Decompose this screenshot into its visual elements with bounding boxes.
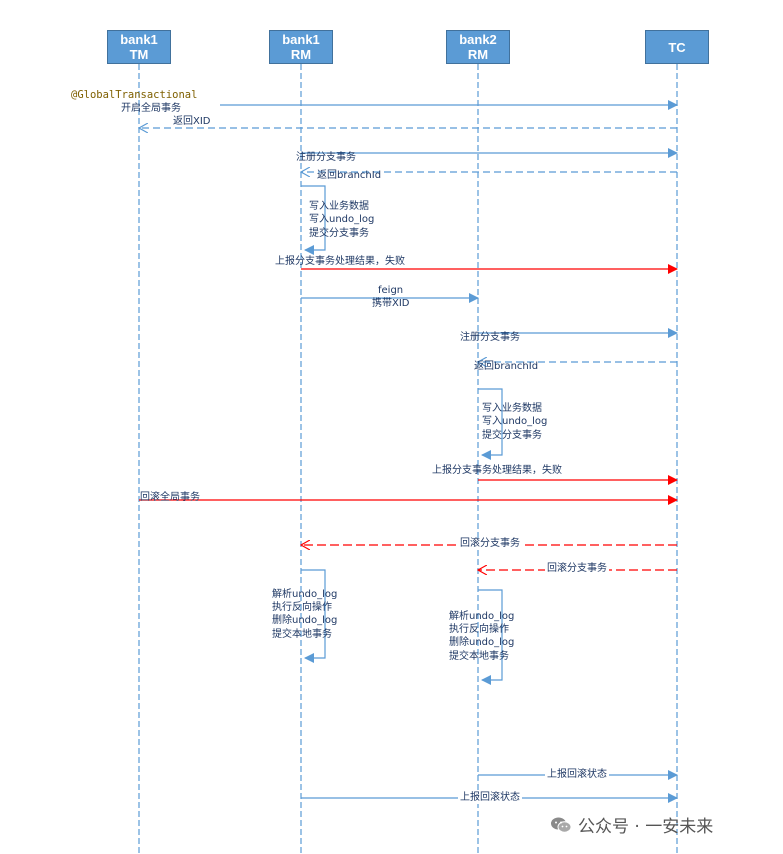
lane-header-tc: TC xyxy=(645,30,709,64)
lane-header-rm2: bank2 RM xyxy=(446,30,510,64)
self-loop-rm1-commit xyxy=(301,185,326,255)
label-return-branchid-2: 返回branchId xyxy=(474,361,539,372)
label-rm2-commit-line2: 写入undo_log xyxy=(482,416,548,427)
label-rollback-branch-2: 回滚分支事务 xyxy=(545,563,609,575)
lane-tm-line2: TM xyxy=(129,47,149,62)
label-rm2-undo-line4: 提交本地事务 xyxy=(449,651,509,662)
label-rm1-undo-line4: 提交本地事务 xyxy=(272,629,332,640)
label-report-rollback-1: 上报回滚状态 xyxy=(458,792,522,804)
lane-rm1-line2: RM xyxy=(290,47,312,62)
self-loop-rm2-commit xyxy=(478,388,503,460)
annotation-global-transactional: @GlobalTransactional xyxy=(71,89,198,101)
wechat-icon xyxy=(551,817,572,833)
label-rm1-undo-line1: 解析undo_log xyxy=(272,589,338,600)
watermark-text: 公众号 · 一安未来 xyxy=(578,817,714,837)
lane-header-rm1: bank1 RM xyxy=(269,30,333,64)
label-rm1-undo-line2: 执行反向操作 xyxy=(272,602,332,613)
lane-tc-line2: TC xyxy=(668,39,686,55)
label-rm2-undo-line1: 解析undo_log xyxy=(449,611,515,622)
label-return-xid: 返回XID xyxy=(173,116,211,127)
label-rm2-undo-line3: 删除undo_log xyxy=(449,637,515,648)
label-report-rollback-2: 上报回滚状态 xyxy=(545,769,609,781)
label-feign-line1: feign xyxy=(378,285,404,296)
label-register-branch-1: 注册分支事务 xyxy=(296,152,356,163)
lane-rm2-line2: RM xyxy=(467,47,489,62)
self-loop-rm1-undo xyxy=(301,569,326,663)
label-report-fail-1: 上报分支事务处理结果，失败 xyxy=(275,256,405,267)
label-register-branch-2: 注册分支事务 xyxy=(460,332,520,343)
lane-rm1-line1: bank1 xyxy=(282,32,320,47)
label-rm1-undo-line3: 删除undo_log xyxy=(272,615,338,626)
label-rm1-commit-line2: 写入undo_log xyxy=(309,214,375,225)
lane-tm-line1: bank1 xyxy=(120,32,158,47)
lane-rm2-line1: bank2 xyxy=(459,32,497,47)
label-rm2-commit-line3: 提交分支事务 xyxy=(482,430,542,441)
label-rollback-global: 回滚全局事务 xyxy=(140,492,200,503)
self-loop-rm2-undo xyxy=(478,589,503,685)
lane-header-tm: bank1 TM xyxy=(107,30,171,64)
label-rm1-commit-line3: 提交分支事务 xyxy=(309,228,369,239)
label-rm2-undo-line2: 执行反向操作 xyxy=(449,624,509,635)
label-open-global-tx: 开启全局事务 xyxy=(121,103,181,114)
label-feign-line2: 携带XID xyxy=(372,298,410,309)
label-return-branchid-1: 返回branchId xyxy=(317,170,382,181)
label-rm2-commit-line1: 写入业务数据 xyxy=(482,403,542,414)
label-report-fail-2: 上报分支事务处理结果，失败 xyxy=(432,465,562,476)
watermark: 公众号 · 一安未来 xyxy=(550,812,713,837)
label-rollback-branch-1: 回滚分支事务 xyxy=(458,538,522,550)
label-rm1-commit-line1: 写入业务数据 xyxy=(309,201,369,212)
